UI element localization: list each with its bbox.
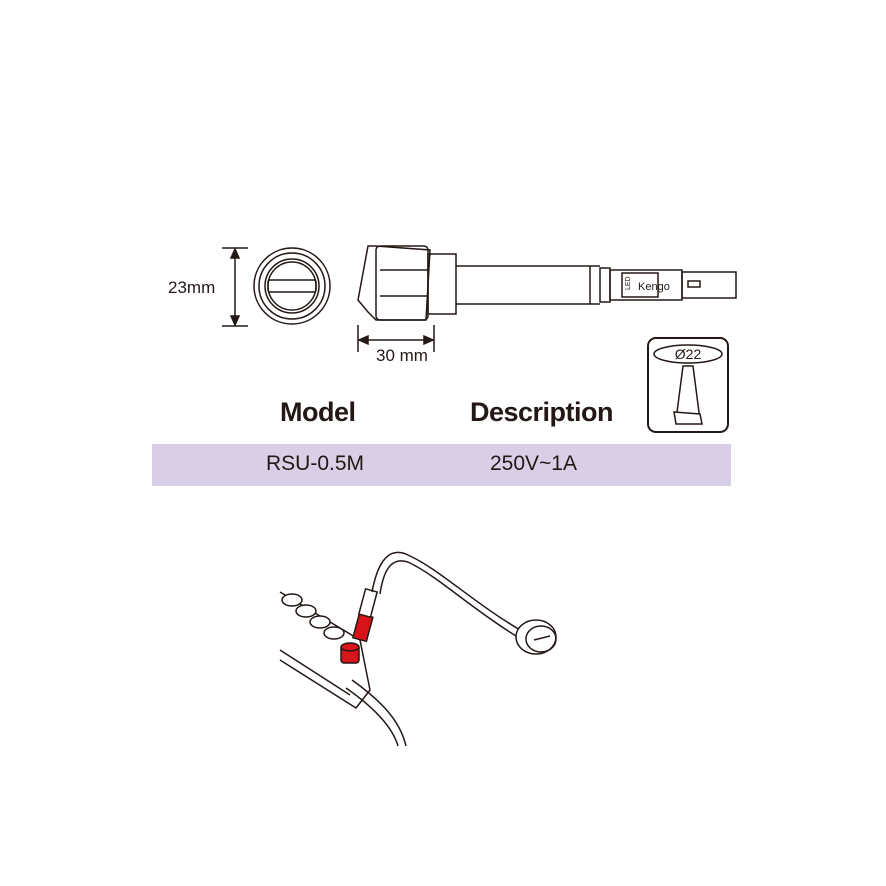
table-header-model: Model	[280, 397, 356, 427]
model-cell: RSU-0.5M	[266, 452, 365, 475]
installation-illustration	[279, 551, 557, 747]
description-cell: 250V~1A	[490, 452, 577, 475]
connector-led-text: LED	[625, 276, 632, 290]
switch-front-view	[253, 247, 331, 325]
connector-brand-logo: Kengo	[638, 281, 670, 293]
switch-side-view	[357, 245, 737, 321]
mounting-hole-icon	[647, 337, 729, 433]
height-dimension-label: 23mm	[168, 278, 216, 297]
table-row	[152, 444, 731, 486]
hole-diameter-label: Ø22	[675, 346, 702, 362]
length-dimension-line	[357, 325, 435, 352]
height-dimension-line	[222, 247, 248, 327]
length-dimension-label: 30 mm	[376, 346, 428, 365]
table-header-description: Description	[470, 397, 614, 427]
